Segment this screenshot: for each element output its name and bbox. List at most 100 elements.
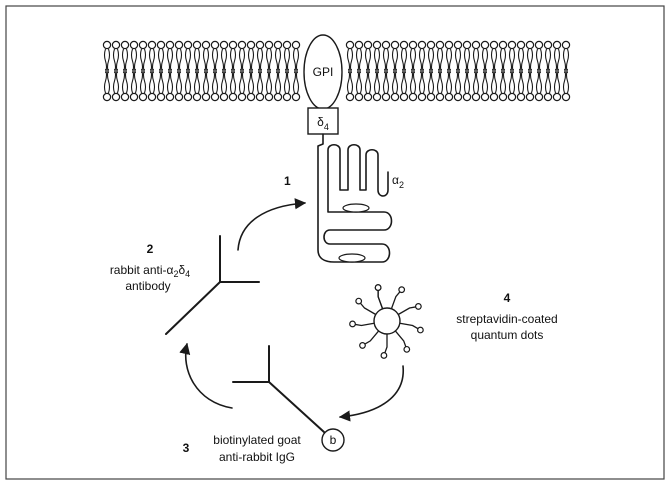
lipid-tail <box>223 68 228 94</box>
lipid-head <box>210 92 220 102</box>
lipid-tail <box>367 68 372 94</box>
lipid-tail <box>391 68 396 94</box>
lipid-tail <box>457 68 462 94</box>
lipid-head <box>228 40 238 50</box>
lipid-head <box>156 40 166 50</box>
lipid-head <box>435 40 445 50</box>
lipid-head <box>174 40 184 50</box>
step-4-line2: quantum dots <box>471 328 544 342</box>
lipid-tail <box>205 48 210 74</box>
lipid-head <box>534 92 544 102</box>
lipid-head <box>453 92 463 102</box>
lipid-tail <box>220 68 225 94</box>
lipid-head <box>498 92 508 102</box>
lipid-head <box>183 92 193 102</box>
step-1-number: 1 <box>284 174 291 188</box>
lipid-tail <box>544 68 549 94</box>
lipid-tail <box>121 48 126 74</box>
lipid-tail <box>553 48 558 74</box>
lipid-head <box>156 92 166 102</box>
lipid-head <box>291 92 301 102</box>
lipid-tail <box>358 48 363 74</box>
streptavidin-node <box>349 320 356 328</box>
lipid-tail <box>232 48 237 74</box>
lipid-head <box>201 92 211 102</box>
lipid-tail <box>517 68 522 94</box>
lipid-head <box>192 40 202 50</box>
lipid-head <box>183 40 193 50</box>
lipid-tail <box>211 68 216 94</box>
lipid-head <box>363 40 373 50</box>
lipid-tail <box>454 48 459 74</box>
lipid-head <box>399 92 409 102</box>
lipid-tail <box>103 68 108 94</box>
lipid-tail <box>526 68 531 94</box>
lipid-tail <box>166 48 171 74</box>
lipid-tail <box>238 48 243 74</box>
alpha2-subunit <box>317 133 393 263</box>
lipid-tail <box>103 48 108 74</box>
lipid-tail <box>502 68 507 94</box>
lipid-tail <box>295 48 300 74</box>
gpi-label: GPI <box>313 65 334 79</box>
lipid-tail <box>430 68 435 94</box>
lipid-tail <box>223 48 228 74</box>
lipid-tail <box>367 48 372 74</box>
lipid-tail <box>160 48 165 74</box>
lipid-tail <box>277 48 282 74</box>
lipid-tail <box>148 48 153 74</box>
lipid-tail <box>130 48 135 74</box>
lipid-tail <box>472 68 477 94</box>
lipid-head <box>489 40 499 50</box>
lipid-tail <box>250 68 255 94</box>
lipid-head <box>120 40 130 50</box>
lipid-head <box>147 40 157 50</box>
lipid-tail <box>376 48 381 74</box>
rabbit-antibody <box>165 235 260 335</box>
lipid-tail <box>436 48 441 74</box>
step-3-line2: anti-rabbit IgG <box>219 450 295 464</box>
lipid-head <box>210 40 220 50</box>
lipid-tail <box>295 68 300 94</box>
streptavidin-node <box>374 284 382 291</box>
lipid-head <box>543 40 553 50</box>
lipid-head <box>165 40 175 50</box>
lipid-tail <box>364 48 369 74</box>
lipid-tail <box>355 48 360 74</box>
lipid-head <box>561 40 571 50</box>
lipid-tail <box>196 48 201 74</box>
lipid-tail <box>373 48 378 74</box>
lipid-head <box>237 40 247 50</box>
lipid-tail <box>184 68 189 94</box>
lipid-tail <box>229 48 234 74</box>
lipid-tail <box>259 48 264 74</box>
lipid-tail <box>202 68 207 94</box>
alpha2-label: α2 <box>392 173 404 190</box>
streptavidin-node <box>359 342 366 349</box>
lipid-tail <box>499 68 504 94</box>
lipid-tail <box>400 48 405 74</box>
lipid-head <box>129 92 139 102</box>
step-2-line2: antibody <box>125 279 170 293</box>
lipid-tail <box>493 68 498 94</box>
lipid-tail <box>349 48 354 74</box>
lipid-head <box>264 92 274 102</box>
lipid-head <box>291 40 301 50</box>
streptavidin-node <box>414 303 422 310</box>
lipid-tail <box>526 48 531 74</box>
lipid-head <box>543 92 553 102</box>
lipid-tail <box>421 48 426 74</box>
lipid-tail <box>256 68 261 94</box>
lipid-tail <box>241 68 246 94</box>
lipid-tail <box>184 48 189 74</box>
goat-igg: b <box>232 345 345 452</box>
lipid-tail <box>385 48 390 74</box>
lipid-head <box>345 40 355 50</box>
lipid-tail <box>385 68 390 94</box>
lipid-tail <box>283 48 288 74</box>
lipid-head <box>219 40 229 50</box>
lipid-tail <box>139 68 144 94</box>
lipid-tail <box>412 68 417 94</box>
lipid-tail <box>160 68 165 94</box>
